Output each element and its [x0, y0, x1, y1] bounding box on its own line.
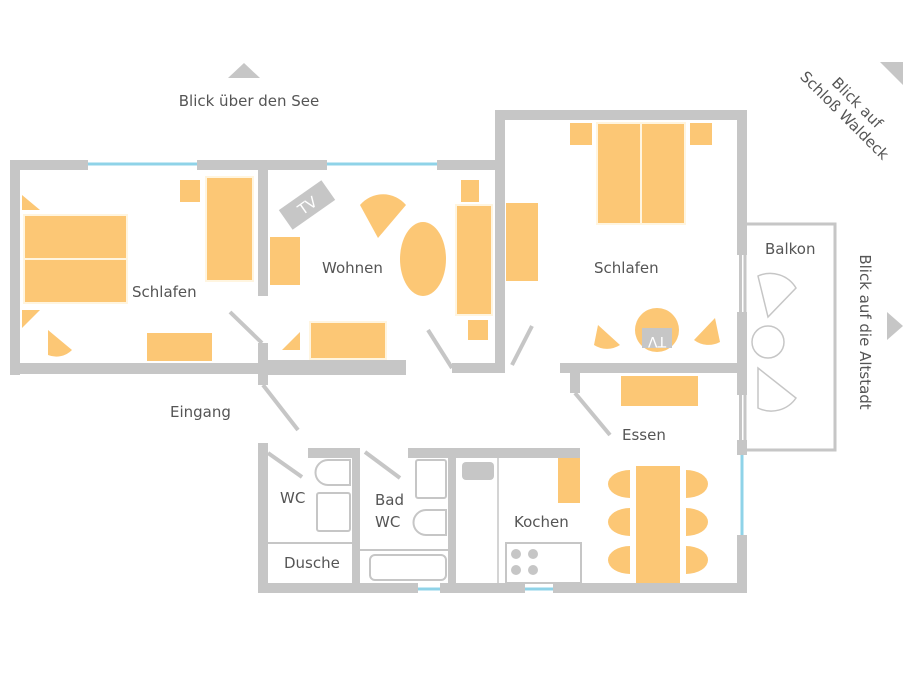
- furniture-bedroom-right: TV: [506, 122, 720, 406]
- furniture-balcony: [751, 272, 798, 412]
- room-label-entrance: Eingang: [170, 403, 231, 421]
- room-label-living: Wohnen: [322, 259, 383, 277]
- room-label-balcony: Balkon: [765, 240, 816, 258]
- walls: [10, 110, 837, 593]
- room-label-bedroom-left: Schlafen: [132, 283, 197, 301]
- view-arrow-top-right-icon: [880, 62, 903, 85]
- view-label-top: Blick über den See: [179, 92, 320, 110]
- furniture-dining: [558, 458, 708, 583]
- view-arrow-top-icon: [228, 63, 260, 78]
- view-arrow-right-icon: [887, 312, 903, 340]
- furniture-bedroom-left: [22, 176, 254, 361]
- doors[interactable]: [228, 310, 612, 480]
- view-label-right: Blick auf die Altstadt: [856, 254, 874, 409]
- tv-icon: [278, 180, 336, 230]
- room-label-bath-2: WC: [375, 513, 400, 531]
- fixtures: [268, 458, 582, 584]
- room-label-shower: Dusche: [284, 554, 340, 572]
- svg-text:TV: TV: [648, 333, 668, 349]
- view-label-top-right: Blick auf Schloß Waldeck: [796, 68, 892, 164]
- room-label-bedroom-right: Schlafen: [594, 259, 659, 277]
- room-label-kitchen: Kochen: [514, 513, 569, 531]
- room-label-dining: Essen: [622, 426, 666, 444]
- windows: [88, 162, 744, 591]
- room-label-bath-1: Bad: [375, 491, 404, 509]
- room-label-wc: WC: [280, 489, 305, 507]
